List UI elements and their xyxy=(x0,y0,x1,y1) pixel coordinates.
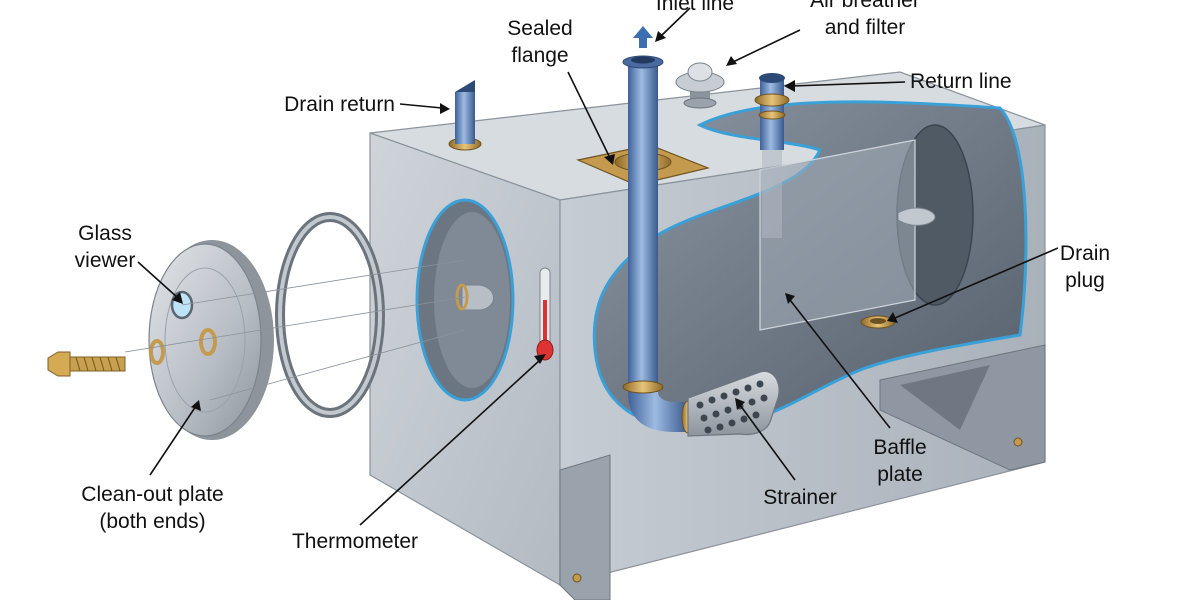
return-line xyxy=(754,73,790,248)
glass-viewer-line2: viewer xyxy=(74,249,136,272)
label-thermometer: Thermometer xyxy=(280,528,430,555)
clean-out-plate xyxy=(148,240,274,440)
flow-arrow-up xyxy=(633,26,653,38)
tank-skid-brace xyxy=(900,365,990,430)
baffle-plate xyxy=(759,139,916,331)
leader-return-line xyxy=(791,81,906,87)
label-inlet-line: Inlet line xyxy=(640,0,750,17)
label-return-line: Return line xyxy=(910,68,1012,95)
leader-lines xyxy=(137,7,1059,526)
inlet-pipe-elbow xyxy=(628,392,688,432)
tank-skid-left xyxy=(559,454,611,600)
sealed-flange-line2: flange xyxy=(511,44,569,67)
diffuser-far xyxy=(897,207,936,226)
leader-clean-out xyxy=(149,405,197,476)
leader-inlet-line xyxy=(661,7,691,36)
strainer xyxy=(687,370,780,437)
leader-drain-return xyxy=(399,103,443,109)
leader-glass-viewer xyxy=(137,261,179,299)
clean-out-plate-line1: Clean-out plate xyxy=(81,483,224,506)
drain-plug xyxy=(572,315,1023,583)
gasket-ring xyxy=(275,212,385,418)
leader-arrowheads xyxy=(172,31,898,411)
inlet-line-assembly xyxy=(576,26,710,434)
thermometer xyxy=(536,267,554,361)
label-air-breather: Air breather and filter xyxy=(790,0,940,41)
label-glass-viewer: Glass viewer xyxy=(60,220,150,274)
glass-viewer-line1: Glass xyxy=(78,222,132,245)
sealed-flange-line1: Sealed xyxy=(507,17,573,40)
label-baffle-plate: Baffle plate xyxy=(850,434,950,488)
return-line-text: Return line xyxy=(910,70,1012,93)
label-strainer: Strainer xyxy=(750,484,850,511)
leader-sealed-flange xyxy=(567,71,611,159)
tank-body xyxy=(369,71,1046,600)
leader-strainer xyxy=(739,404,796,481)
label-drain-return: Drain return xyxy=(240,91,395,118)
label-sealed-flange: Sealed flange xyxy=(490,15,590,69)
diffuser xyxy=(461,284,494,311)
drain-plug-line2: plug xyxy=(1065,269,1105,292)
diffuser-ring xyxy=(455,283,469,311)
bolt xyxy=(47,339,165,377)
strainer-text: Strainer xyxy=(763,486,837,509)
baffle-plate-line1: Baffle xyxy=(873,436,927,459)
drain-return-text: Drain return xyxy=(284,93,395,116)
leader-thermometer xyxy=(359,359,541,526)
clean-out-plate-line2: (both ends) xyxy=(99,510,206,533)
air-breather-line2: and filter xyxy=(824,16,906,39)
label-clean-out-plate: Clean-out plate (both ends) xyxy=(65,481,240,535)
inlet-pipe-vertical xyxy=(628,62,658,392)
leader-air-breather xyxy=(732,29,801,63)
air-breather-line1: Air breather xyxy=(810,0,920,12)
thermometer-text: Thermometer xyxy=(291,530,419,553)
drain-return-pipe xyxy=(448,80,482,151)
leader-baffle-plate xyxy=(789,299,891,429)
air-breather xyxy=(675,62,725,109)
leader-drain-plug xyxy=(894,247,1059,319)
baffle-plate-line2: plate xyxy=(877,463,923,486)
drain-plug-line1: Drain xyxy=(1059,242,1111,265)
return-line-ghost xyxy=(762,150,782,238)
label-drain-plug: Drain plug xyxy=(1040,240,1130,294)
inlet-line-text: Inlet line xyxy=(655,0,735,15)
explosion-guides xyxy=(124,259,466,401)
